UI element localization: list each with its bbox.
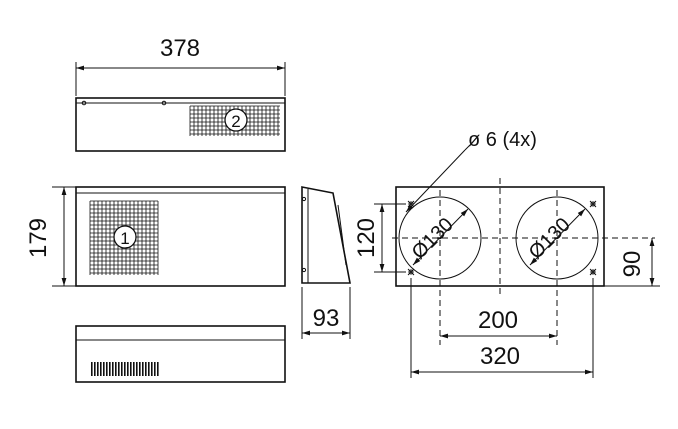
outlet-right-circle [515, 196, 599, 280]
outlet-left-circle [398, 196, 482, 280]
hole-vertical-dimension-label: 120 [353, 218, 380, 258]
top-view-body [75, 97, 286, 152]
outlet-offset-dimension-label: 90 [619, 251, 646, 278]
mounting-hole-icon [408, 269, 414, 275]
front-view-body [75, 186, 286, 287]
rear-view: Ø130 Ø130 ø 6 (4x) 120 90 200 320 [353, 129, 660, 378]
mounting-hole-icon [590, 201, 596, 207]
front-grille-number: 1 [120, 229, 129, 248]
top-grille-callout [224, 108, 248, 132]
hole-spacing-dimension-label: 320 [480, 343, 520, 370]
screw-hole-icon [301, 267, 307, 273]
outlet-left-diameter-label: Ø130 [408, 214, 458, 264]
hole-leader-line [405, 149, 466, 213]
screw-hole-icon [301, 196, 307, 202]
side-view-body [301, 186, 351, 284]
depth-dimension-label: 93 [313, 305, 340, 332]
mounting-hole-icon [590, 269, 596, 275]
hole-diameter-note: ø 6 (4x) [468, 129, 537, 151]
screw-hole-icon [161, 100, 167, 106]
side-view: 93 [301, 186, 351, 339]
front-view: 179 1 [25, 186, 286, 287]
screw-hole-icon [81, 100, 87, 106]
top-view: 378 2 [75, 35, 286, 152]
bottom-view [75, 325, 286, 383]
bottom-vent-slots [91, 362, 159, 376]
front-grille-callout [113, 225, 137, 249]
bottom-view-body [75, 325, 286, 383]
height-dimension-label: 179 [25, 218, 52, 258]
width-dimension-label: 378 [160, 35, 200, 62]
top-grille-number: 2 [231, 112, 240, 131]
rear-view-body [395, 186, 605, 287]
outlet-spacing-dimension-label: 200 [478, 307, 518, 334]
outlet-right-diameter-label: Ø130 [525, 214, 575, 264]
